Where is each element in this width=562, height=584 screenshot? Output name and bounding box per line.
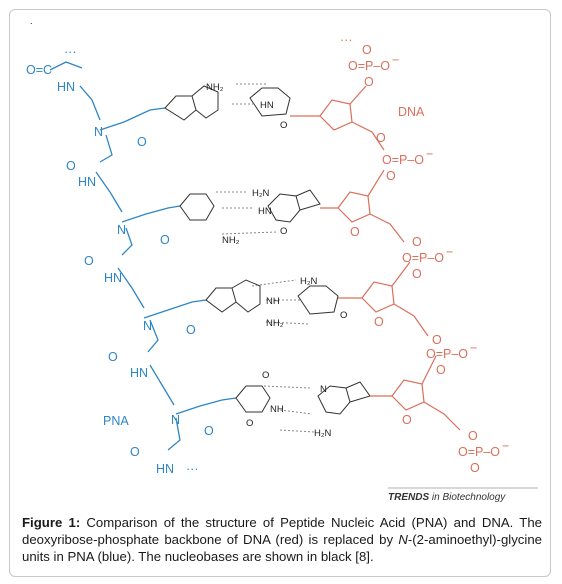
nucleobase-labels: NH₂ HN O H₂N HN NH₂ O H₂N NH NH₂ O O NH … [206, 82, 347, 439]
dna-phosphate-group-1: O=P–O [348, 59, 390, 73]
pna-bottom-dots: ··· [186, 462, 199, 476]
dna-ring-o-3: O [374, 315, 384, 329]
dna-phosphate-group-3: O=P–O [402, 251, 444, 265]
dna-backbone [290, 85, 461, 431]
base-2-nh2: NH₂ [222, 235, 240, 246]
dna-top-dots: ··· [340, 33, 353, 47]
pna-o-1: O [137, 135, 147, 149]
pna-top-dots: ··· [64, 45, 77, 59]
dna-phosphate-o-10: O [470, 461, 480, 475]
figure-caption: Figure 1: Comparison of the structure of… [22, 514, 542, 565]
base-2-hn: HN [258, 206, 272, 217]
credit-rest: in Biotechnology [429, 492, 506, 503]
caption-label: Figure 1: [22, 515, 81, 530]
dna-label: DNA [398, 105, 425, 119]
dna-phosphate-o-9: O [468, 429, 478, 443]
dna-phosphate-o-7: O [432, 333, 442, 347]
dna-ring-o-4: O [402, 413, 412, 427]
pna-o-3: O [160, 233, 170, 247]
base-2-h2n: H₂N [252, 188, 270, 199]
pna-n-4: N [171, 413, 180, 427]
base-1-o: O [280, 120, 287, 131]
dna-phosphate-charge-5: − [502, 439, 509, 453]
dna-phosphate-group-4: O=P–O [426, 347, 468, 361]
pna-nh-1: HN [57, 80, 75, 94]
dna-ring-o-2: O [350, 225, 360, 239]
pna-o-7: O [204, 424, 214, 438]
dna-phosphate-charge-1: − [392, 53, 399, 67]
dna-phosphate-group-5: O=P–O [458, 445, 500, 459]
dna-phosphate-charge-4: − [470, 341, 477, 355]
dna-phosphate-o-6: O [412, 267, 422, 281]
pna-label: PNA [103, 414, 129, 428]
base-2-o: O [280, 226, 287, 237]
base-4-o2: O [246, 418, 253, 429]
base-4-n: N [320, 384, 327, 395]
base-4-nh: NH [270, 404, 284, 415]
dna-phosphate-charge-3: − [446, 245, 453, 259]
pna-n-3: N [143, 319, 152, 333]
dna-phosphate-o-2: O [364, 75, 374, 89]
base-1-hn: HN [260, 100, 274, 111]
corner-mark: . [30, 16, 33, 27]
pna-n-2: N [117, 223, 126, 237]
pna-dna-structure-diagram: . O=C ··· HN N O O HN N O O HN N O O HN … [26, 16, 538, 503]
caption-italic: N [398, 532, 408, 547]
dna-phosphate-o-4: O [386, 169, 396, 183]
dna-phosphate-o-8: O [436, 363, 446, 377]
pna-o-5: O [186, 323, 196, 337]
dna-phosphate-o-3: O [376, 131, 386, 145]
pna-nh-2: HN [78, 175, 96, 189]
pna-n-1: N [94, 125, 103, 139]
figure-frame [9, 9, 551, 577]
pna-top-carbonyl: O=C [26, 63, 52, 77]
dna-backbone-labels: ··· O O=P–O − O DNA O O=P–O − O O O O=P–… [340, 33, 509, 475]
pna-backbone-labels: O=C ··· HN N O O HN N O O HN N O O HN PN… [26, 45, 214, 476]
base-3-o: O [340, 310, 347, 321]
pna-backbone [49, 61, 237, 451]
pna-o-2: O [66, 159, 76, 173]
caption-text-2: -(2-aminoethyl)-glycine units in PNA (bl… [22, 532, 542, 564]
dna-phosphate-group-2: O=P–O [382, 153, 424, 167]
pna-bottom-nh: HN [156, 462, 174, 476]
base-4-h2n: H₂N [314, 428, 332, 439]
pna-nh-4: HN [130, 366, 148, 380]
base-3-nh2: NH₂ [266, 318, 284, 329]
pna-o-8: O [130, 445, 140, 459]
credit-line: TRENDS in Biotechnology [388, 492, 506, 503]
hydrogen-bonds [216, 83, 315, 433]
pna-nh-3: HN [104, 271, 122, 285]
pna-o-4: O [84, 254, 94, 268]
base-1-nh2: NH₂ [206, 82, 224, 93]
dna-phosphate-o-5: O [412, 235, 422, 249]
dna-phosphate-o-1: O [362, 43, 372, 57]
dna-phosphate-charge-2: − [426, 147, 433, 161]
caption-text-1: Comparison of the structure of Peptide N… [22, 515, 542, 547]
nucleobases [164, 85, 371, 415]
pna-o-6: O [108, 350, 118, 364]
base-4-o: O [262, 370, 269, 381]
base-3-h2n: H₂N [300, 276, 318, 287]
base-3-nh: NH [266, 296, 280, 307]
credit-bold: TRENDS [388, 492, 429, 503]
